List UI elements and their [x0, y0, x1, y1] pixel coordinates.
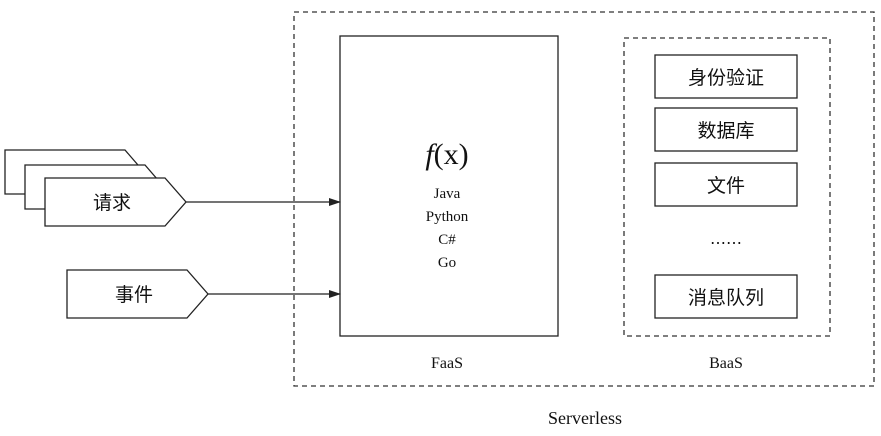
- event-label: 事件: [115, 284, 153, 306]
- baas-label: BaaS: [709, 355, 743, 372]
- baas-service-database-box: [654, 107, 798, 152]
- baas-service-file-box: [654, 162, 798, 207]
- function-expression: f(x): [425, 138, 468, 171]
- baas-service-database: 数据库: [697, 120, 754, 142]
- request-tag-front: [44, 177, 187, 227]
- baas-service-auth: 身份验证: [688, 67, 764, 89]
- baas-boundary: [623, 37, 831, 337]
- serverless-label: Serverless: [548, 408, 622, 428]
- language-go: Go: [438, 255, 456, 271]
- faas-label: FaaS: [431, 355, 463, 372]
- baas-service-file: 文件: [707, 175, 745, 197]
- baas-service-ellipsis: ……: [710, 229, 742, 248]
- baas-service-auth-box: [654, 54, 798, 99]
- baas-service-message-queue: 消息队列: [688, 287, 764, 309]
- faas-box: [339, 35, 559, 337]
- serverless-boundary: [293, 11, 875, 387]
- baas-service-mq-box: [654, 274, 798, 319]
- request-label: 请求: [93, 192, 131, 214]
- language-java: Java: [434, 186, 461, 202]
- language-csharp: C#: [438, 232, 456, 248]
- event-tag: [66, 269, 209, 319]
- language-python: Python: [426, 209, 469, 225]
